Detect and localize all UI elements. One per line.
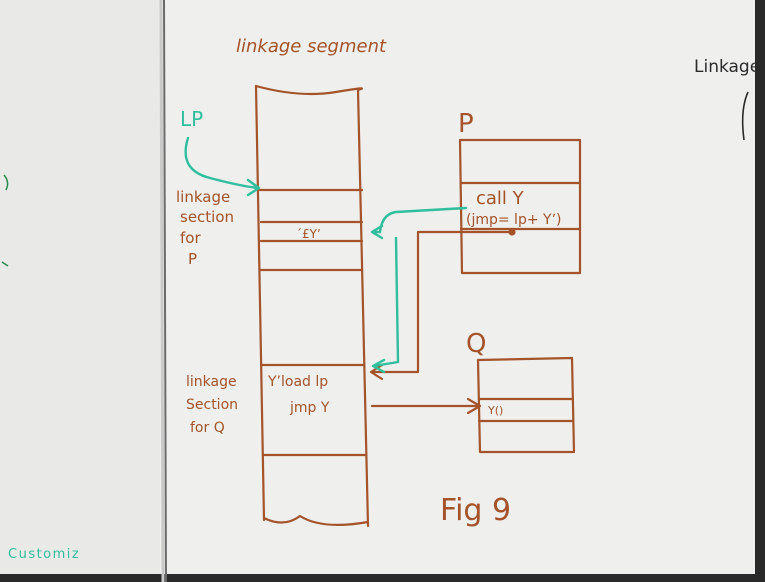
linkage-section-q-line-3: for Q [190, 420, 225, 436]
jmp-expression: (jmp= lp+ Yʼ) [466, 212, 561, 228]
linkage-section-p-line-2: section [180, 208, 234, 226]
board-seam-shadow [161, 0, 163, 582]
linkage-section-q-line-2: Section [186, 397, 238, 413]
q-box-label: Q [466, 329, 486, 359]
call-y-label: call Y [476, 188, 525, 209]
left-board-panel [0, 0, 160, 582]
lp-label: LP [180, 107, 203, 131]
entry-y-label: ´£Yʼ [296, 227, 321, 241]
right-dark-edge [755, 0, 765, 582]
q-y-entry-label: Y() [487, 404, 503, 417]
linkage-section-p-line-3: for [180, 229, 201, 247]
p-jmp-dot [510, 230, 515, 235]
figure-caption: Fig 9 [440, 493, 511, 528]
linkage-right-label: Linkage [694, 57, 760, 77]
linkage-section-q-line-1: linkage [186, 374, 237, 390]
y-load-label: Y’load lp [267, 374, 328, 390]
bottom-dark-edge [0, 574, 765, 582]
p-box-label: P [458, 109, 474, 139]
linkage-section-p-line-4: P [188, 250, 197, 268]
linkage-segment-title: linkage segment [236, 36, 387, 57]
customize-label: Customiz [8, 547, 80, 562]
linkage-section-p-line-1: linkage [176, 188, 230, 206]
jmp-y-label: jmp Y [289, 400, 330, 416]
